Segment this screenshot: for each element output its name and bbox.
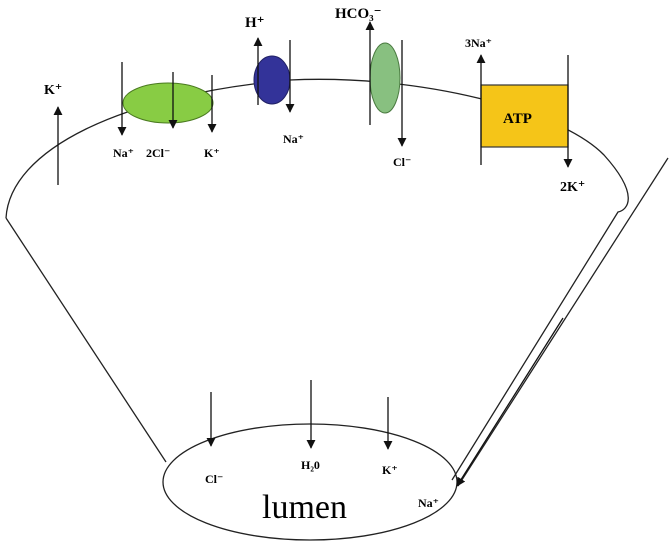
label-k-left: K⁺: [44, 83, 62, 98]
nkcc-transporter: [122, 82, 214, 124]
label-nkcc-na: Na⁺: [113, 146, 134, 160]
label-atp: ATP: [503, 111, 532, 127]
label-h-plus: H⁺: [245, 15, 265, 31]
label-nkcc-cl: 2Cl⁻: [146, 146, 170, 160]
label-two-k: 2K⁺: [560, 180, 585, 195]
paracellular-na-arrow: [456, 317, 564, 487]
label-hco3: HCO₃⁻: [335, 6, 382, 22]
anion-exchanger: [369, 42, 401, 114]
label-ae-cl: Cl⁻: [393, 155, 411, 169]
label-lumen-na: Na⁺: [418, 496, 439, 510]
duct-wall-right: [457, 157, 669, 487]
nhe-transporter: [253, 55, 291, 105]
label-lumen-h2o: H₂0: [301, 458, 320, 472]
label-three-na: 3Na⁺: [465, 36, 492, 50]
label-nhe-na: Na⁺: [283, 132, 304, 146]
cell-wall-left: [5, 217, 167, 463]
label-lumen-k: K⁺: [382, 463, 398, 477]
label-lumen: lumen: [262, 489, 347, 526]
label-lumen-cl: Cl⁻: [205, 472, 223, 486]
label-nkcc-k: K⁺: [204, 146, 220, 160]
